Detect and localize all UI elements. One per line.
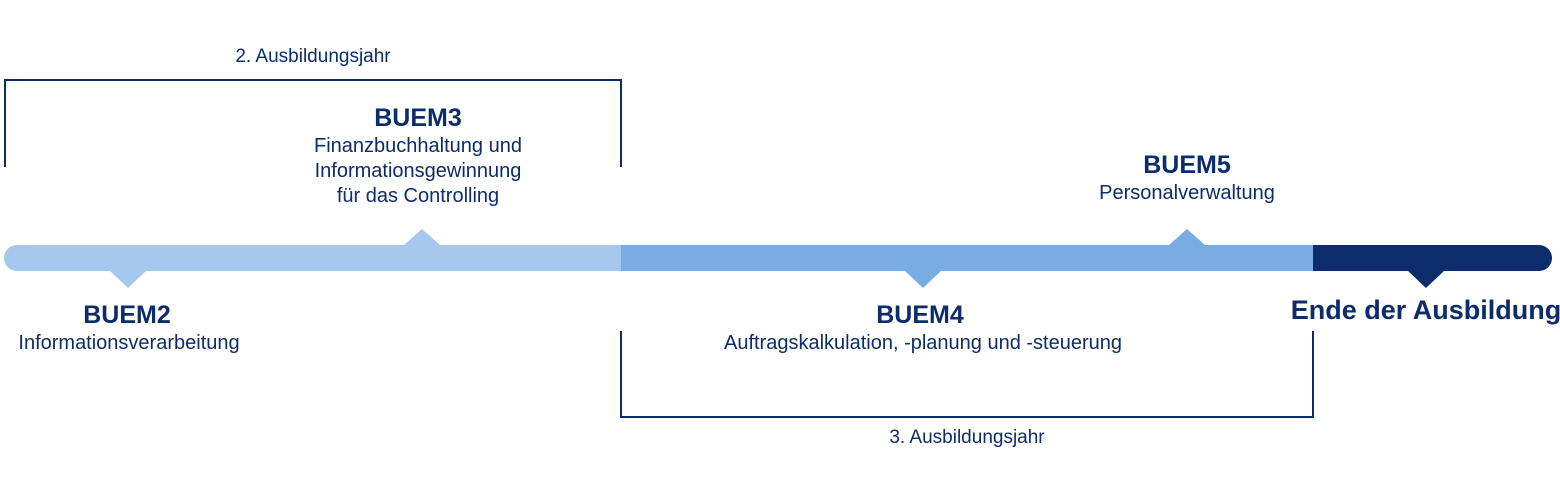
- module-title-buem5: BUEM5: [1143, 151, 1231, 179]
- pointer-buem4: [905, 271, 941, 288]
- timeline-segment-mid: [621, 245, 1313, 271]
- pointer-buem3: [404, 229, 440, 245]
- bracket-second-year: [4, 79, 622, 167]
- module-desc-buem4-line-1: Auftragskalkulation, -planung und -steue…: [723, 332, 1123, 354]
- pointer-buem5: [1169, 229, 1205, 245]
- module-desc-buem2-line-1: Informationsverarbeitung: [18, 332, 240, 354]
- module-title-buem4: BUEM4: [876, 301, 964, 329]
- module-desc-buem3: Finanzbuchhaltung und Informationsgewinn…: [314, 134, 522, 209]
- label-third-year: 3. Ausbildungsjahr: [889, 427, 1045, 448]
- timeline-segment-dark: [1313, 245, 1552, 271]
- module-desc-buem3-line-1: Finanzbuchhaltung und: [314, 135, 522, 157]
- module-desc-buem3-line-3: für das Controlling: [336, 185, 500, 207]
- module-title-buem2: BUEM2: [83, 301, 171, 329]
- module-title-buem3: BUEM3: [374, 104, 462, 132]
- pointer-buem2: [110, 271, 146, 288]
- label-second-year: 2. Ausbildungsjahr: [235, 46, 391, 67]
- bracket-third-year: [620, 331, 1314, 418]
- end-of-training-title: Ende der Ausbildung: [1290, 295, 1560, 325]
- module-desc-buem5-line-1: Personalverwaltung: [1099, 182, 1275, 204]
- module-desc-buem3-line-2: Informationsgewinnung: [314, 160, 522, 182]
- module-desc-buem2: Informationsverarbeitung: [18, 331, 239, 356]
- pointer-end: [1408, 271, 1444, 288]
- timeline-segment-light: [4, 245, 621, 271]
- module-desc-buem5: Personalverwaltung: [1099, 181, 1275, 206]
- module-desc-buem4: Auftragskalkulation, -planung und -steue…: [724, 331, 1122, 356]
